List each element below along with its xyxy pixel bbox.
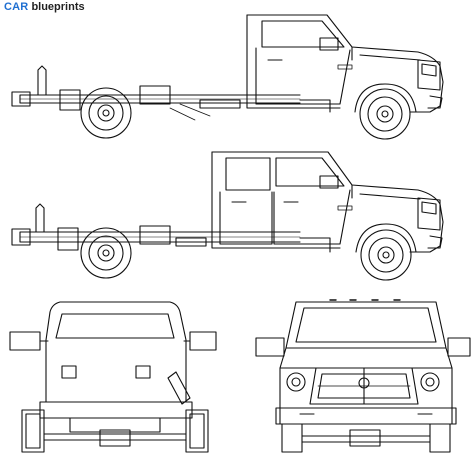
regular-cab-side-view: [11, 14, 444, 140]
front-view: [255, 299, 471, 453]
rear-view: [9, 301, 217, 453]
logo-brand: CAR: [4, 1, 29, 13]
logo-suffix: blueprints: [31, 1, 85, 13]
quad-cab-side-view: [11, 151, 444, 281]
